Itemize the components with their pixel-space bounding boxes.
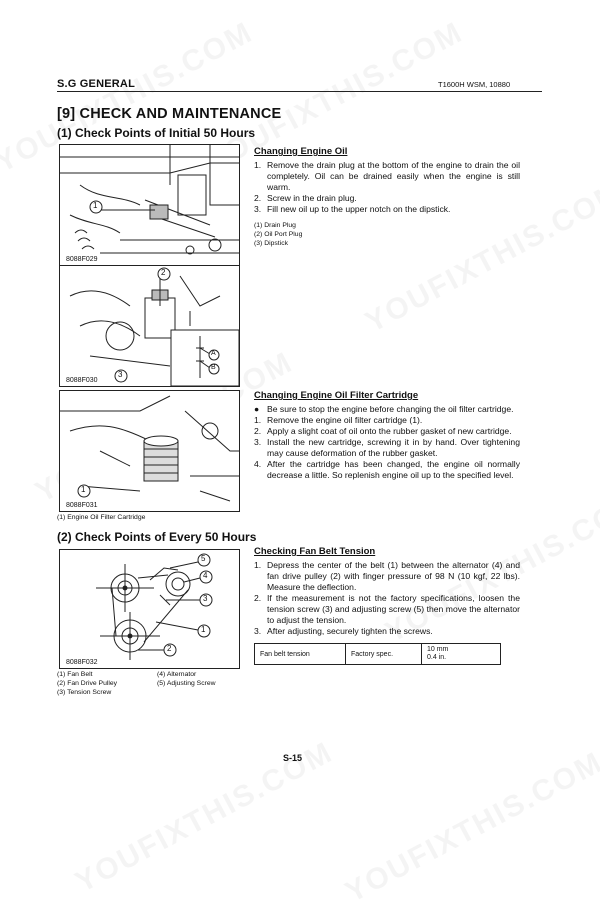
header-model: T1600H WSM, 10880	[438, 80, 511, 89]
header-section: S.G GENERAL	[57, 78, 135, 90]
section-title-initial: (1) Check Points of Initial 50 Hours	[57, 126, 256, 140]
engine-oil-block: Changing Engine Oil 1.Remove the drain p…	[254, 146, 520, 248]
page-number: S-15	[283, 753, 303, 763]
legend-item: (2) Oil Port Plug	[254, 231, 303, 238]
callout-B: B	[211, 364, 216, 371]
spec-label-cell: Factory spec.	[345, 643, 422, 665]
callout-1: 1	[201, 625, 206, 634]
figure-code: 8088F031	[64, 502, 100, 509]
oil-filter-block: Changing Engine Oil Filter Cartridge ●Be…	[254, 390, 520, 481]
fan-belt-steps: 1.Depress the center of the belt (1) bet…	[254, 560, 520, 637]
legend-item: (5) Adjusting Screw	[157, 680, 216, 687]
oil-filter-title: Changing Engine Oil Filter Cartridge	[254, 390, 419, 401]
fan-belt-legend-right: (4) Alternator (5) Adjusting Screw	[157, 670, 216, 688]
callout-3: 3	[118, 370, 123, 379]
step-item: 2.Apply a slight coat of oil onto the ru…	[254, 426, 512, 436]
legend-item: (3) Dipstick	[254, 240, 288, 247]
callout-2: 2	[161, 268, 166, 277]
figure-fan-belt: 5 4 3 1 2 8088F032	[59, 549, 240, 669]
step-item: 4.After the cartridge has been changed, …	[254, 459, 520, 480]
legend-item: (1) Drain Plug	[254, 222, 296, 229]
step-item: 1.Remove the engine oil filter cartridge…	[254, 415, 423, 425]
watermark: YOUFIXTHIS.COM	[340, 746, 600, 910]
callout-5: 5	[201, 554, 206, 563]
step-item: 2.Screw in the drain plug.	[254, 193, 357, 203]
fan-belt-title: Checking Fan Belt Tension	[254, 546, 376, 557]
oil-filter-illustration	[60, 395, 239, 502]
legend-item: (1) Fan Belt	[57, 671, 93, 678]
fan-belt-legend-left: (1) Fan Belt (2) Fan Drive Pulley (3) Te…	[57, 670, 117, 697]
fan-belt-illustration	[96, 553, 213, 660]
legend-item: (1) Engine Oil Filter Cartridge	[57, 514, 146, 521]
legend-item: (3) Tension Screw	[57, 689, 112, 696]
spec-value-in: 0.4 in.	[427, 654, 447, 661]
spec-value-mm: 10 mm	[427, 646, 449, 653]
spec-value-cell: 10 mm 0.4 in.	[421, 643, 501, 665]
figure-oil-filter: 1 8088F031	[59, 390, 240, 512]
fan-belt-spec-table: Fan belt tension Factory spec. 10 mm 0.4…	[254, 643, 501, 665]
figure-drain-plug: 1 8088F029	[59, 144, 240, 266]
fan-belt-block: Checking Fan Belt Tension 1.Depress the …	[254, 546, 520, 665]
callout-2: 2	[167, 644, 172, 653]
step-item: 1.Depress the center of the belt (1) bet…	[254, 560, 520, 592]
figure-code: 8088F029	[64, 256, 100, 263]
callout-3: 3	[203, 594, 208, 603]
engine-oil-title: Changing Engine Oil	[254, 146, 348, 157]
step-item: 3.After adjusting, securely tighten the …	[254, 626, 433, 636]
spec-item-cell: Fan belt tension	[254, 643, 346, 665]
figure-code: 8088F030	[64, 377, 100, 384]
figure-oil-port: 2 3 A B 8088F030	[59, 265, 240, 387]
step-item: 3.Fill new oil up to the upper notch on …	[254, 204, 451, 214]
drain-plug-illustration	[60, 145, 239, 255]
callout-1: 1	[93, 201, 98, 210]
step-item: 1.Remove the drain plug at the bottom of…	[254, 160, 520, 192]
section-title-every: (2) Check Points of Every 50 Hours	[57, 530, 257, 544]
step-item: 3.Install the new cartridge, screwing it…	[254, 437, 520, 458]
figure-code: 8088F032	[64, 659, 100, 666]
step-item: ●Be sure to stop the engine before chang…	[254, 404, 514, 414]
oil-filter-legend: (1) Engine Oil Filter Cartridge	[57, 513, 145, 522]
engine-oil-legend: (1) Drain Plug (2) Oil Port Plug (3) Dip…	[254, 221, 520, 248]
engine-oil-steps: 1.Remove the drain plug at the bottom of…	[254, 160, 520, 215]
oil-port-illustration	[69, 267, 239, 386]
step-item: 2.If the measurement is not the factory …	[254, 593, 520, 625]
callout-1: 1	[81, 485, 86, 494]
legend-item: (2) Fan Drive Pulley	[57, 680, 118, 687]
callout-4: 4	[203, 571, 208, 580]
page-title: [9] CHECK AND MAINTENANCE	[57, 106, 282, 122]
oil-filter-steps: ●Be sure to stop the engine before chang…	[254, 404, 520, 481]
header-rule	[57, 91, 542, 92]
table-row: Fan belt tension Factory spec. 10 mm 0.4…	[254, 643, 501, 665]
callout-A: A	[211, 350, 216, 357]
legend-item: (4) Alternator	[157, 671, 197, 678]
